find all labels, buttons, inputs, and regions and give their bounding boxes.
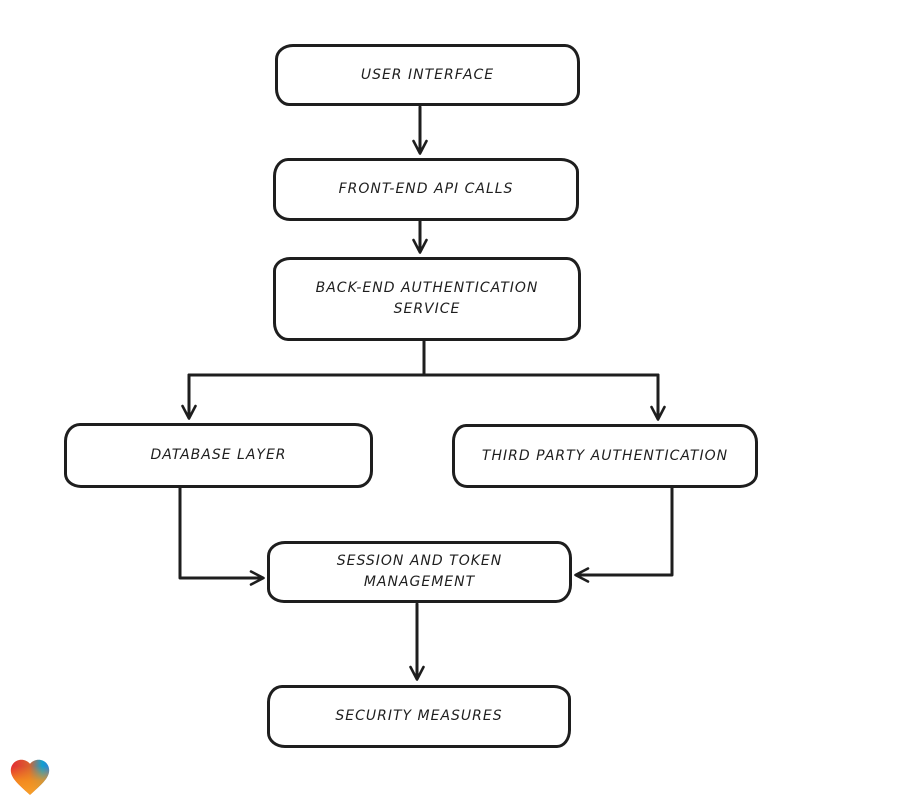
node-frontend-api-calls: FRONT-END API CALLS: [273, 158, 579, 221]
gradient-heart-logo: [7, 754, 53, 800]
node-session-token-management-label: SESSION AND TOKEN MANAGEMENT: [336, 553, 503, 590]
node-database-layer-label: DATABASE LAYER: [150, 447, 287, 463]
node-security-measures: SECURITY MEASURES: [267, 685, 571, 748]
node-backend-authentication-service: BACK-END AUTHENTICATION SERVICE: [273, 257, 581, 341]
node-backend-authentication-service-label: BACK-END AUTHENTICATION SERVICE: [315, 280, 539, 317]
node-database-layer: DATABASE LAYER: [64, 423, 373, 488]
node-session-token-management: SESSION AND TOKEN MANAGEMENT: [267, 541, 572, 603]
arrow-thirdparty-to-session: [574, 486, 674, 583]
node-user-interface-label: USER INTERFACE: [360, 66, 495, 83]
node-third-party-authentication-label: THIRD PARTY AUTHENTICATION: [481, 447, 729, 464]
arrow-database-to-session: [178, 486, 265, 586]
node-third-party-authentication: THIRD PARTY AUTHENTICATION: [452, 424, 758, 488]
heart-icon: [10, 759, 50, 795]
node-frontend-api-calls-label: FRONT-END API CALLS: [338, 181, 514, 197]
node-user-interface: USER INTERFACE: [275, 44, 580, 106]
node-security-measures-label: SECURITY MEASURES: [335, 708, 503, 724]
